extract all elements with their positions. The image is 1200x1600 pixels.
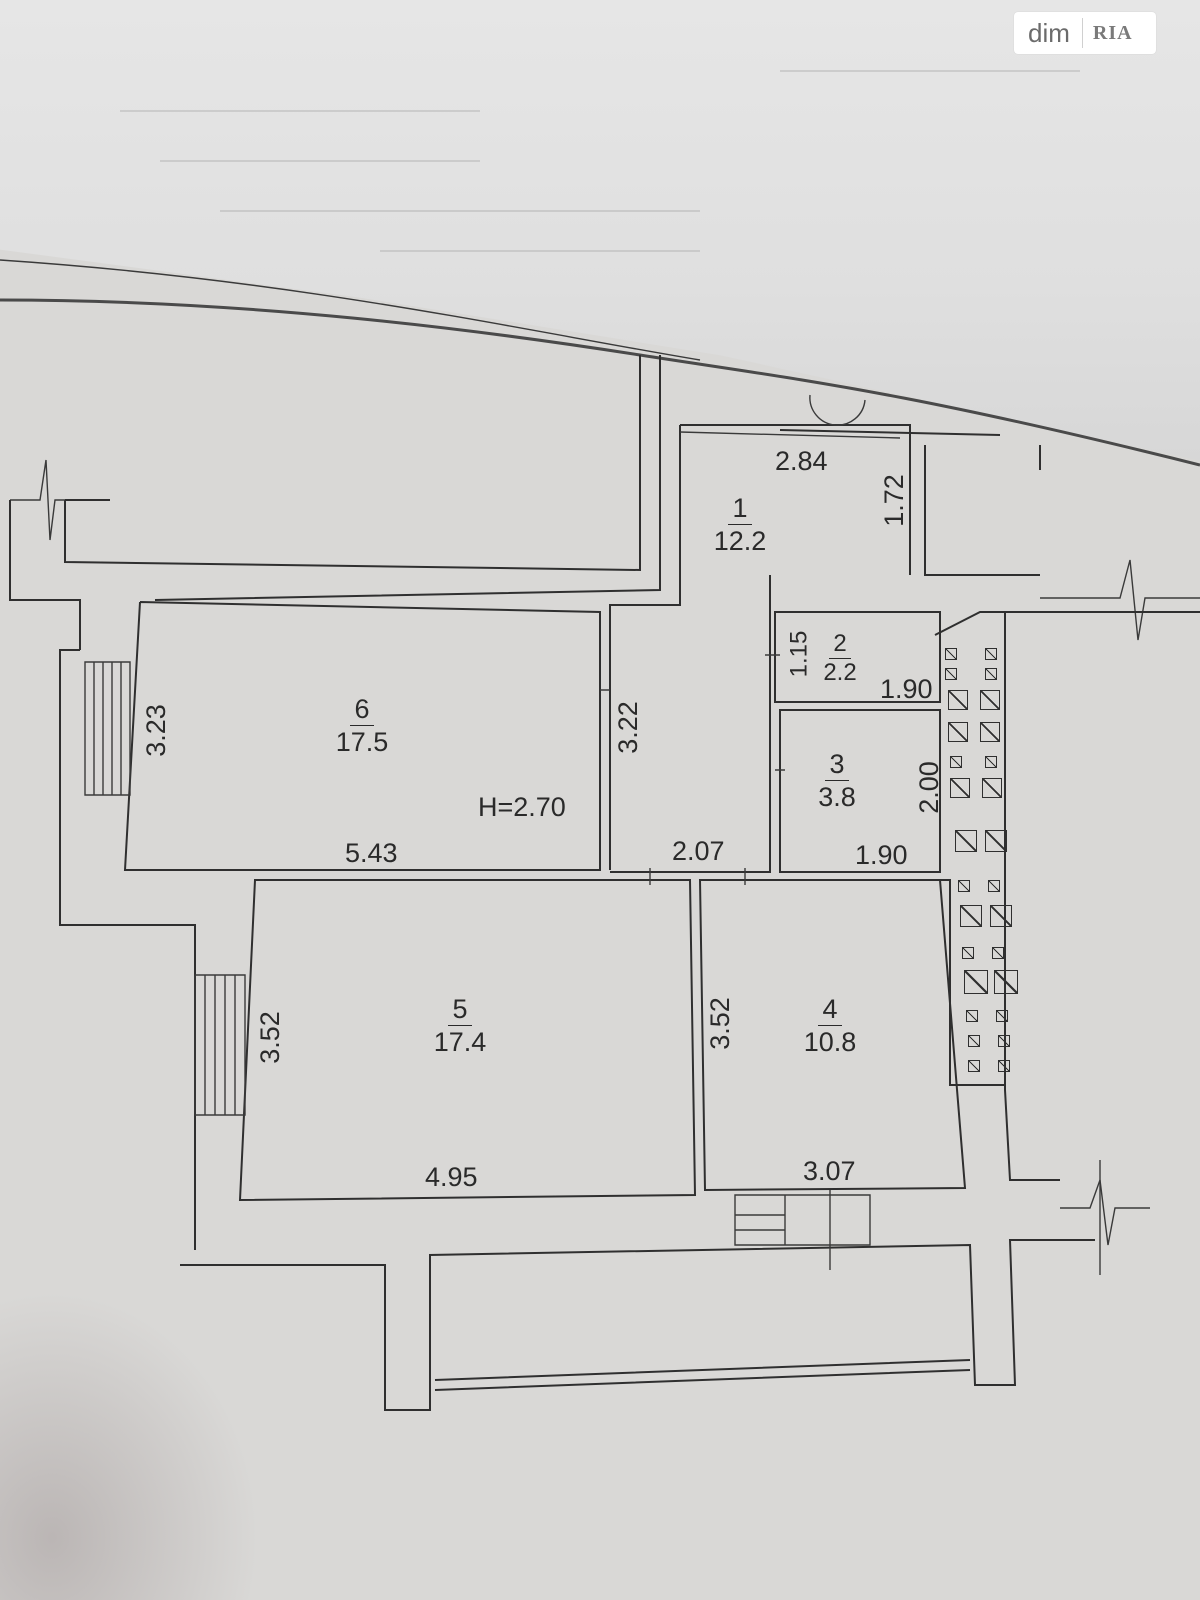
vent-cell <box>980 690 1000 710</box>
room-number: 4 <box>818 993 842 1026</box>
vent-cell <box>966 1010 978 1022</box>
paper-fold-edge <box>0 259 701 361</box>
faint-text-line <box>160 160 480 162</box>
vent-cell <box>958 880 970 892</box>
room-number: 5 <box>448 993 472 1026</box>
dimension-ticks <box>600 654 785 885</box>
room-1-walls <box>609 424 1041 870</box>
wall-left-upper <box>9 500 81 650</box>
vent-cell <box>960 905 982 927</box>
dim-r5-width: 4.95 <box>425 1162 478 1192</box>
room-4-label: 4 10.8 <box>800 993 860 1058</box>
vent-cell <box>994 970 1018 994</box>
balcony-walls <box>180 1239 1095 1411</box>
vent-cell <box>968 1060 980 1072</box>
dim-r2-height: 1.15 <box>785 630 813 678</box>
room-number: 1 <box>728 492 752 525</box>
room-area: 3.8 <box>818 782 856 812</box>
vent-cell <box>990 905 1012 927</box>
vent-cell <box>996 1010 1008 1022</box>
room-area: 12.2 <box>713 526 767 556</box>
stair-hatch-mid <box>194 974 246 1116</box>
room-3-label: 3 3.8 <box>815 748 859 813</box>
paper-fold-edge <box>0 298 1200 467</box>
vent-cell <box>985 648 997 660</box>
vent-cell <box>985 756 997 768</box>
room-number: 6 <box>350 693 374 726</box>
dim-r5-height: 3.52 <box>254 1011 285 1064</box>
room-2-walls <box>774 611 941 703</box>
break-mark <box>1040 559 1200 641</box>
logo-ria-text: RIA <box>1092 21 1133 44</box>
dim-r1-depth: 1.72 <box>878 474 909 527</box>
dim-r6-height-left: 3.23 <box>140 704 171 757</box>
room-area: 2.2 <box>823 659 857 686</box>
right-wall <box>980 611 1200 1181</box>
vent-cell <box>980 722 1000 742</box>
room-3-walls <box>779 709 941 873</box>
vent-cell <box>962 947 974 959</box>
dim-r6-width: 5.43 <box>345 838 398 868</box>
wall-left-mid <box>59 649 196 1250</box>
vent-cell <box>955 830 977 852</box>
vent-cell <box>945 648 957 660</box>
vent-cell <box>948 722 968 742</box>
vent-cell <box>968 1035 980 1047</box>
stair-hatch-left <box>84 661 131 796</box>
vent-cell <box>948 690 968 710</box>
logo-dim-text: dim <box>1014 18 1083 48</box>
dim-r4-height: 3.52 <box>704 997 735 1050</box>
ceiling-height-label: H=2.70 <box>478 792 566 822</box>
break-mark <box>1060 1179 1150 1246</box>
vent-cell <box>988 880 1000 892</box>
dim-r2-width: 1.90 <box>880 674 933 704</box>
dim-r6-height-right: 3.22 <box>612 701 643 754</box>
dim-r4-width: 3.07 <box>803 1156 856 1186</box>
faint-text-line <box>120 110 480 112</box>
room-2-label: 2 2.2 <box>820 630 860 687</box>
door-swing-arc <box>809 394 866 426</box>
dim-r3-height: 2.00 <box>913 761 944 814</box>
room-area: 10.8 <box>803 1027 857 1057</box>
vent-cell <box>950 778 970 798</box>
faint-text-line <box>380 250 700 252</box>
balcony-rail <box>434 1359 971 1391</box>
dim-r3-width: 1.90 <box>855 840 908 870</box>
room-6-label: 6 17.5 <box>332 693 392 758</box>
room-number: 3 <box>825 748 849 781</box>
room-5-label: 5 17.4 <box>430 993 490 1058</box>
hand-shadow <box>0 1290 260 1600</box>
room-area: 17.5 <box>335 727 389 757</box>
vent-cell <box>998 1060 1010 1072</box>
vent-cell <box>985 830 1007 852</box>
room-area: 17.4 <box>433 1027 487 1057</box>
vent-cell <box>950 756 962 768</box>
vent-cell <box>985 668 997 680</box>
dim-ria-logo: dim RIA <box>1014 12 1156 54</box>
balcony-door <box>734 1194 871 1246</box>
vent-cell <box>992 947 1004 959</box>
vent-cell <box>964 970 988 994</box>
neighbour-room-top-left <box>64 355 661 601</box>
faint-text-line <box>220 210 700 212</box>
room-4-walls <box>698 879 967 1192</box>
core-wall <box>610 575 771 873</box>
vent-cell <box>945 668 957 680</box>
room-1-top-line <box>679 431 901 439</box>
vent-cell <box>982 778 1002 798</box>
faint-text-line <box>780 70 1080 72</box>
room-1-label: 1 12.2 <box>710 492 770 557</box>
dim-r1-width: 2.84 <box>775 446 828 476</box>
room-number: 2 <box>829 630 851 659</box>
dim-hall-width: 2.07 <box>672 836 725 866</box>
break-mark <box>10 459 65 541</box>
vent-cell <box>998 1035 1010 1047</box>
